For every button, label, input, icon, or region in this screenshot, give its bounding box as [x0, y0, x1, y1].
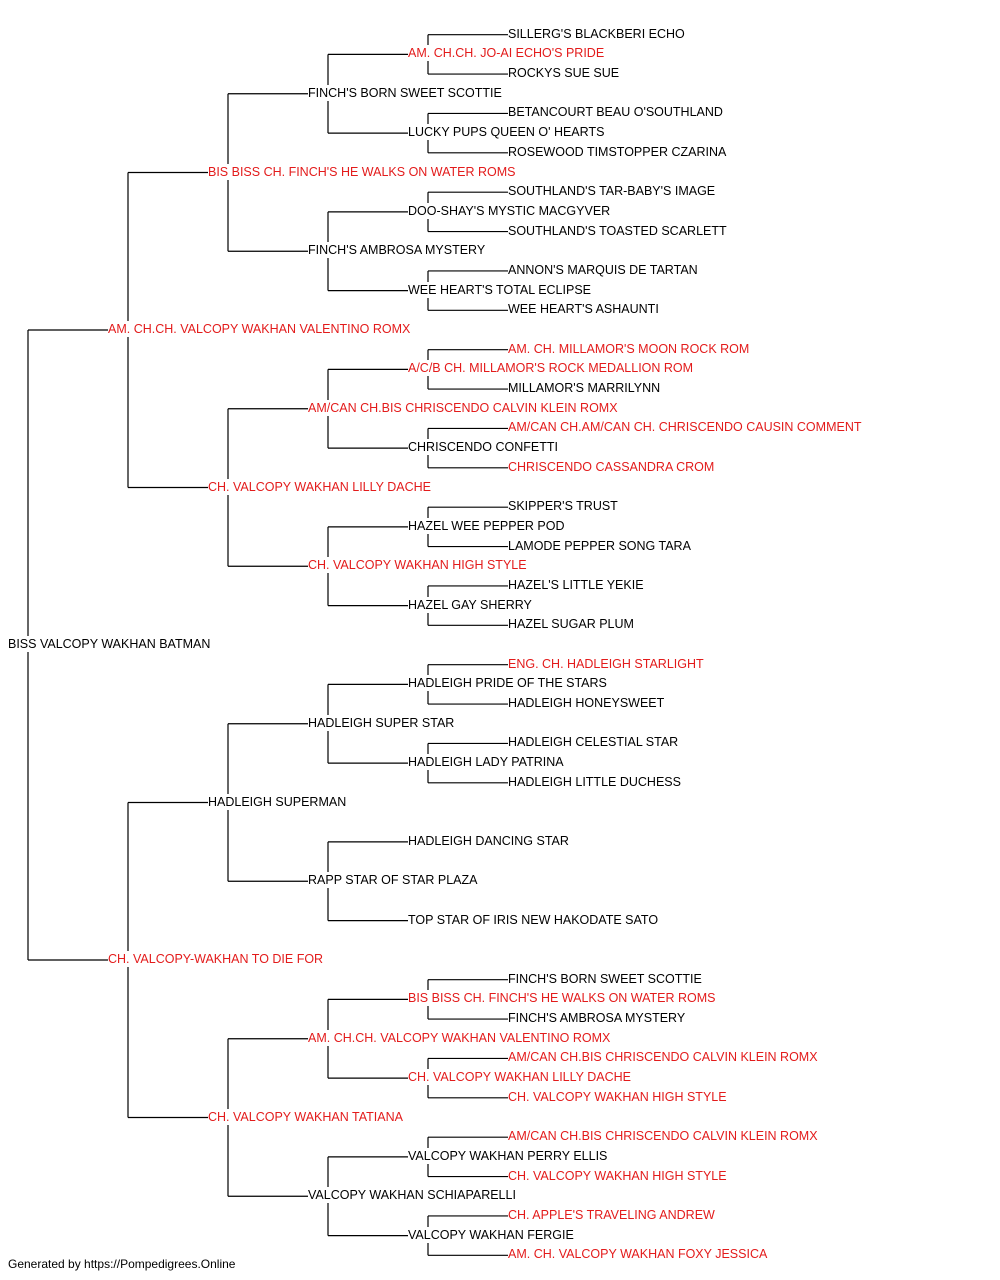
- ancestor-name: A/C/B CH. MILLAMOR'S ROCK MEDALLION ROM: [408, 360, 696, 377]
- ancestor-name: HAZEL GAY SHERRY: [408, 596, 534, 613]
- ancestor-name: HADLEIGH DANCING STAR: [408, 832, 571, 849]
- ancestor-name: FINCH'S AMBROSA MYSTERY: [308, 242, 488, 259]
- ancestor-name: CH. VALCOPY WAKHAN HIGH STYLE: [308, 557, 529, 574]
- ancestor-name: HADLEIGH LITTLE DUCHESS: [508, 773, 683, 790]
- ancestor-name: SOUTHLAND'S TOASTED SCARLETT: [508, 222, 729, 239]
- ancestor-name: WEE HEART'S TOTAL ECLIPSE: [408, 281, 593, 298]
- ancestor-name: FINCH'S BORN SWEET SCOTTIE: [508, 970, 704, 987]
- ancestor-name: HADLEIGH CELESTIAL STAR: [508, 734, 681, 751]
- ancestor-name: CH. APPLE'S TRAVELING ANDREW: [508, 1206, 717, 1223]
- subject-dog-name: BISS VALCOPY WAKHAN BATMAN: [8, 636, 213, 652]
- ancestor-name: ANNON'S MARQUIS DE TARTAN: [508, 261, 700, 278]
- ancestor-name: CH. VALCOPY WAKHAN HIGH STYLE: [508, 1088, 729, 1105]
- ancestor-name: AM. CH.CH. JO-AI ECHO'S PRIDE: [408, 45, 607, 62]
- ancestor-name: AM. CH.CH. VALCOPY WAKHAN VALENTINO ROMX: [308, 1029, 613, 1046]
- ancestor-name: VALCOPY WAKHAN PERRY ELLIS: [408, 1147, 610, 1164]
- ancestor-name: WEE HEART'S ASHAUNTI: [508, 301, 661, 318]
- ancestor-name: CH. VALCOPY WAKHAN HIGH STYLE: [508, 1167, 729, 1184]
- ancestor-name: AM/CAN CH.BIS CHRISCENDO CALVIN KLEIN RO…: [508, 1049, 820, 1066]
- ancestor-name: FINCH'S BORN SWEET SCOTTIE: [308, 84, 504, 101]
- ancestor-name: BIS BISS CH. FINCH'S HE WALKS ON WATER R…: [408, 990, 718, 1007]
- ancestor-name: HADLEIGH LADY PATRINA: [408, 754, 566, 771]
- ancestor-name: DOO-SHAY'S MYSTIC MACGYVER: [408, 202, 613, 219]
- ancestor-name: TOP STAR OF IRIS NEW HAKODATE SATO: [408, 911, 661, 928]
- ancestor-name: CHRISCENDO CASSANDRA CROM: [508, 458, 717, 475]
- ancestor-name: CH. VALCOPY WAKHAN TATIANA: [208, 1108, 405, 1125]
- ancestor-name: SILLERG'S BLACKBERI ECHO: [508, 25, 687, 42]
- ancestor-name: RAPP STAR OF STAR PLAZA: [308, 872, 480, 889]
- ancestor-name: BIS BISS CH. FINCH'S HE WALKS ON WATER R…: [208, 163, 518, 180]
- ancestor-name: HAZEL'S LITTLE YEKIE: [508, 576, 646, 593]
- ancestor-name: HADLEIGH PRIDE OF THE STARS: [408, 675, 609, 692]
- ancestor-name: AM. CH.CH. VALCOPY WAKHAN VALENTINO ROMX: [108, 321, 413, 337]
- ancestor-name: MILLAMOR'S MARRILYNN: [508, 380, 663, 397]
- ancestor-name: AM/CAN CH.AM/CAN CH. CHRISCENDO CAUSIN C…: [508, 419, 864, 436]
- ancestor-name: ENG. CH. HADLEIGH STARLIGHT: [508, 655, 706, 672]
- ancestor-name: AM. CH. MILLAMOR'S MOON ROCK ROM: [508, 340, 752, 357]
- ancestor-name: LAMODE PEPPER SONG TARA: [508, 537, 693, 554]
- ancestor-name: ROCKYS SUE SUE: [508, 65, 622, 82]
- ancestor-name: LUCKY PUPS QUEEN O' HEARTS: [408, 124, 607, 141]
- ancestor-name: AM. CH. VALCOPY WAKHAN FOXY JESSICA: [508, 1246, 770, 1263]
- ancestor-name: VALCOPY WAKHAN SCHIAPARELLI: [308, 1187, 518, 1204]
- ancestor-name: SOUTHLAND'S TAR-BABY'S IMAGE: [508, 183, 718, 200]
- ancestor-name: HAZEL SUGAR PLUM: [508, 616, 636, 633]
- ancestor-name: CHRISCENDO CONFETTI: [408, 439, 560, 456]
- ancestor-name: HADLEIGH HONEYSWEET: [508, 695, 667, 712]
- ancestor-name: AM/CAN CH.BIS CHRISCENDO CALVIN KLEIN RO…: [308, 399, 620, 416]
- ancestor-name: BETANCOURT BEAU O'SOUTHLAND: [508, 104, 725, 121]
- ancestor-name: CH. VALCOPY WAKHAN LILLY DACHE: [208, 478, 433, 495]
- ancestor-name: HADLEIGH SUPER STAR: [308, 714, 457, 731]
- ancestor-name: AM/CAN CH.BIS CHRISCENDO CALVIN KLEIN RO…: [508, 1128, 820, 1145]
- ancestor-name: HAZEL WEE PEPPER POD: [408, 517, 567, 534]
- ancestor-name: SKIPPER'S TRUST: [508, 498, 620, 515]
- ancestor-name: CH. VALCOPY-WAKHAN TO DIE FOR: [108, 951, 326, 967]
- ancestor-name: ROSEWOOD TIMSTOPPER CZARINA: [508, 143, 729, 160]
- generated-by-footer: Generated by https://Pompedigrees.Online: [8, 1257, 236, 1271]
- ancestor-name: CH. VALCOPY WAKHAN LILLY DACHE: [408, 1069, 633, 1086]
- ancestor-name: VALCOPY WAKHAN FERGIE: [408, 1226, 576, 1243]
- ancestor-name: FINCH'S AMBROSA MYSTERY: [508, 1010, 688, 1027]
- ancestor-name: HADLEIGH SUPERMAN: [208, 793, 349, 810]
